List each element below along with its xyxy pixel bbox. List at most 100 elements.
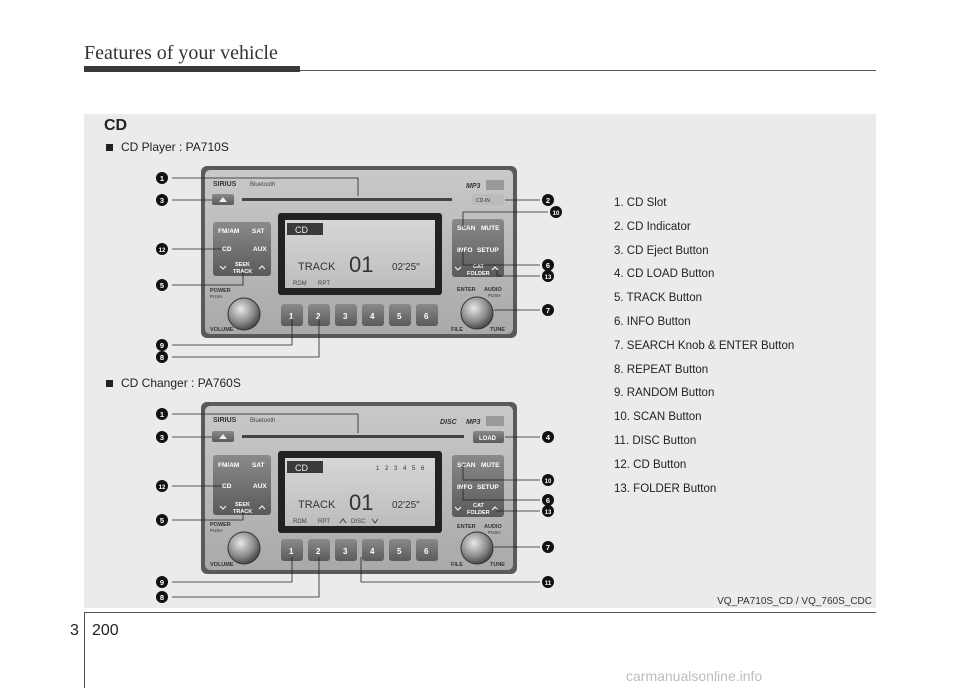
callout-marker-5 bbox=[156, 279, 168, 291]
folder-button[interactable]: FOLDER bbox=[467, 510, 490, 516]
callout-number: 9 bbox=[160, 341, 164, 350]
preset-button-5[interactable] bbox=[389, 304, 411, 326]
display-disc: DISC bbox=[351, 519, 366, 525]
setup-button[interactable]: SETUP bbox=[477, 247, 499, 254]
audio-label: AUDIO bbox=[484, 524, 502, 530]
preset-button-1[interactable] bbox=[281, 304, 303, 326]
disc-slot: 2 bbox=[385, 466, 389, 472]
callout-marker-10 bbox=[542, 474, 554, 486]
scan-button[interactable]: SCAN bbox=[457, 225, 476, 232]
callout-marker-3 bbox=[156, 194, 168, 206]
legend-item: 5. TRACK Button bbox=[614, 292, 702, 305]
aux-button[interactable]: AUX bbox=[253, 246, 267, 253]
sat-button[interactable]: SAT bbox=[252, 462, 265, 469]
info-button[interactable]: INFO bbox=[457, 484, 473, 491]
preset-button-6[interactable] bbox=[416, 539, 438, 561]
callout-number: 11 bbox=[545, 581, 552, 587]
preset-button-6[interactable] bbox=[416, 304, 438, 326]
preset-buttons: 1 2 3 4 5 6 bbox=[281, 539, 438, 561]
callout-lines-changer bbox=[172, 413, 540, 598]
preset-label: 5 bbox=[397, 547, 402, 556]
callout-marker-9 bbox=[156, 339, 168, 351]
callout-number: 13 bbox=[545, 275, 552, 281]
cd-changer-unit: SIRIUS Bluetooth DISC MP3 LOAD FM/AM SAT… bbox=[201, 402, 517, 574]
info-button[interactable]: INFO bbox=[457, 247, 473, 254]
callout-marker-6 bbox=[542, 259, 554, 271]
preset-button-2[interactable] bbox=[308, 304, 330, 326]
preset-button-1[interactable] bbox=[281, 539, 303, 561]
tune-label: TUNE bbox=[490, 327, 505, 333]
compact-disc-logo bbox=[486, 416, 504, 426]
push-label: PUSH bbox=[210, 528, 223, 533]
callout-number: 10 bbox=[545, 479, 552, 485]
cd-button[interactable]: CD bbox=[222, 246, 232, 253]
header-title: Features of your vehicle bbox=[84, 42, 278, 64]
seek-label: SEEK bbox=[235, 262, 250, 268]
preset-button-5[interactable] bbox=[389, 539, 411, 561]
volume-knob[interactable] bbox=[227, 531, 261, 565]
callout-number: 3 bbox=[160, 196, 164, 205]
sirius-logo: SIRIUS bbox=[213, 417, 237, 424]
mute-button[interactable]: MUTE bbox=[481, 225, 500, 232]
preset-button-3[interactable] bbox=[335, 304, 357, 326]
cd-load-button[interactable] bbox=[473, 431, 504, 443]
legend-item: 10. SCAN Button bbox=[614, 411, 702, 424]
legend-item: 3. CD Eject Button bbox=[614, 244, 709, 257]
display-track-label: TRACK bbox=[298, 261, 336, 273]
cd-indicator bbox=[472, 194, 504, 205]
chevron-down-icon bbox=[219, 265, 227, 270]
header-rule bbox=[300, 70, 876, 71]
callout-marker-1 bbox=[156, 408, 168, 420]
push-label: PUSH bbox=[488, 530, 501, 535]
left-button-block bbox=[213, 455, 271, 515]
preset-label: 3 bbox=[343, 312, 348, 321]
enter-label: ENTER bbox=[457, 287, 476, 293]
footer-rule bbox=[84, 612, 876, 613]
preset-label: 6 bbox=[424, 312, 429, 321]
eject-icon bbox=[219, 197, 227, 202]
callout-marker-8 bbox=[156, 351, 168, 363]
legend-item: 4. CD LOAD Button bbox=[614, 268, 715, 281]
fm-am-button[interactable]: FM/AM bbox=[218, 462, 239, 469]
volume-knob[interactable] bbox=[227, 297, 261, 331]
preset-label: 1 bbox=[289, 312, 294, 321]
legend-item: 8. REPEAT Button bbox=[614, 363, 709, 376]
callout-number: 7 bbox=[546, 543, 550, 552]
callout-number: 7 bbox=[546, 306, 550, 315]
callout-number: 6 bbox=[546, 496, 550, 505]
preset-button-2[interactable] bbox=[308, 539, 330, 561]
callouts-changer: 1 3 12 5 9 8 4 10 6 13 7 11 bbox=[156, 408, 554, 603]
callout-lines-player bbox=[172, 177, 548, 358]
chevron-down-icon bbox=[454, 506, 462, 511]
mute-button[interactable]: MUTE bbox=[481, 462, 500, 469]
search-knob[interactable] bbox=[460, 531, 494, 565]
seek-label: SEEK bbox=[235, 502, 250, 508]
callout-marker-5 bbox=[156, 514, 168, 526]
preset-button-4[interactable] bbox=[362, 539, 384, 561]
callout-marker-1 bbox=[156, 172, 168, 184]
preset-label: 5 bbox=[397, 312, 402, 321]
compact-disc-logo bbox=[486, 180, 504, 190]
callout-marker-7 bbox=[542, 541, 554, 553]
fm-am-button[interactable]: FM/AM bbox=[218, 228, 239, 235]
cat-label: CAT bbox=[473, 503, 485, 509]
watermark: carmanualsonline.info bbox=[626, 668, 763, 684]
callout-number: 5 bbox=[160, 281, 164, 290]
preset-button-4[interactable] bbox=[362, 304, 384, 326]
chevron-up-icon bbox=[491, 266, 499, 271]
callouts-player: 1 3 12 5 9 8 2 10 6 13 7 bbox=[156, 172, 562, 363]
left-button-block bbox=[213, 222, 271, 276]
sat-button[interactable]: SAT bbox=[252, 228, 265, 235]
setup-button[interactable]: SETUP bbox=[477, 484, 499, 491]
cd-indicator-label: CD-IN bbox=[476, 198, 490, 204]
search-knob[interactable] bbox=[460, 296, 494, 330]
cd-button[interactable]: CD bbox=[222, 483, 232, 490]
scan-button[interactable]: SCAN bbox=[457, 462, 476, 469]
legend-item: 13. FOLDER Button bbox=[614, 482, 717, 495]
preset-button-3[interactable] bbox=[335, 539, 357, 561]
folder-button[interactable]: FOLDER bbox=[467, 271, 490, 277]
aux-button[interactable]: AUX bbox=[253, 483, 267, 490]
display-time: 02'25" bbox=[392, 500, 420, 511]
power-label: POWER bbox=[210, 288, 231, 294]
push-label: PUSH bbox=[210, 294, 223, 299]
